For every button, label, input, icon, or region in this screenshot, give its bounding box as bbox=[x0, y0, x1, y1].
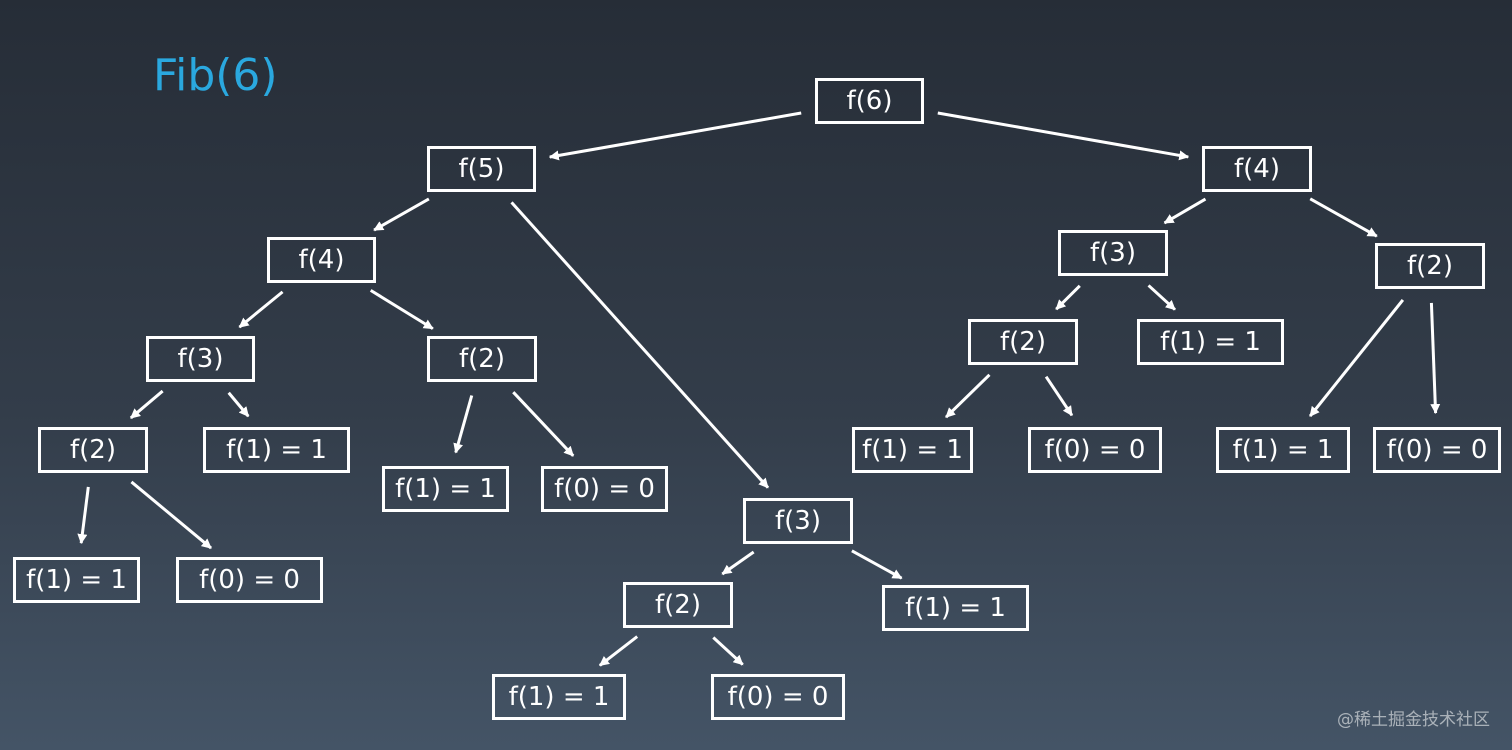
tree-node: f(1) = 1 bbox=[1137, 319, 1284, 365]
edge-arrow bbox=[510, 201, 770, 489]
edge-arrow bbox=[1147, 284, 1176, 311]
watermark: @稀土掘金技术社区 bbox=[1337, 710, 1490, 730]
tree-node: f(3) bbox=[146, 336, 255, 382]
tree-node: f(3) bbox=[1058, 230, 1168, 276]
edge-arrow bbox=[1429, 302, 1441, 415]
tree-node: f(2) bbox=[427, 336, 537, 382]
edge-arrow bbox=[238, 290, 284, 329]
tree-node: f(2) bbox=[968, 319, 1078, 365]
tree-node: f(3) bbox=[743, 498, 853, 544]
edge-arrow bbox=[1309, 197, 1378, 238]
edge-arrow bbox=[548, 111, 802, 161]
tree-node: f(1) = 1 bbox=[1216, 427, 1350, 473]
edge-arrow bbox=[944, 373, 991, 419]
edge-arrow bbox=[129, 389, 164, 420]
edge-arrow bbox=[712, 636, 744, 666]
tree-node: f(1) = 1 bbox=[203, 427, 350, 473]
edge-arrow bbox=[1308, 299, 1405, 417]
edge-arrow bbox=[851, 549, 903, 580]
tree-node: f(1) = 1 bbox=[882, 585, 1029, 631]
tree-node: f(4) bbox=[1202, 146, 1312, 192]
tree-node: f(5) bbox=[427, 146, 536, 192]
edge-arrow bbox=[1163, 197, 1207, 225]
tree-node: f(1) = 1 bbox=[382, 466, 509, 512]
edge-arrow bbox=[130, 480, 213, 550]
edge-arrow bbox=[1044, 375, 1074, 417]
tree-node: f(0) = 0 bbox=[1373, 427, 1501, 473]
edge-arrow bbox=[1055, 284, 1081, 311]
edge-arrow bbox=[369, 289, 434, 330]
tree-node: f(0) = 0 bbox=[1028, 427, 1162, 473]
edge-arrow bbox=[77, 486, 90, 545]
tree-node: f(1) = 1 bbox=[852, 427, 973, 473]
edge-arrow bbox=[227, 391, 250, 418]
edge-arrow bbox=[453, 395, 474, 454]
tree-node: f(2) bbox=[623, 582, 733, 628]
tree-node: f(1) = 1 bbox=[13, 557, 140, 603]
tree-node: f(4) bbox=[267, 237, 376, 283]
tree-node: f(0) = 0 bbox=[176, 557, 323, 603]
edge-arrow bbox=[937, 111, 1190, 161]
edge-arrow bbox=[512, 391, 575, 457]
tree-node: f(0) = 0 bbox=[711, 674, 845, 720]
tree-node: f(6) bbox=[815, 78, 924, 124]
tree-node: f(0) = 0 bbox=[541, 466, 668, 512]
edge-arrow bbox=[373, 197, 430, 232]
tree-node: f(2) bbox=[1375, 243, 1485, 289]
tree-node: f(1) = 1 bbox=[492, 674, 626, 720]
edge-arrow bbox=[598, 635, 639, 667]
tree-node: f(2) bbox=[38, 427, 148, 473]
edge-arrow bbox=[721, 550, 755, 576]
diagram-title: Fib(6) bbox=[153, 50, 278, 101]
